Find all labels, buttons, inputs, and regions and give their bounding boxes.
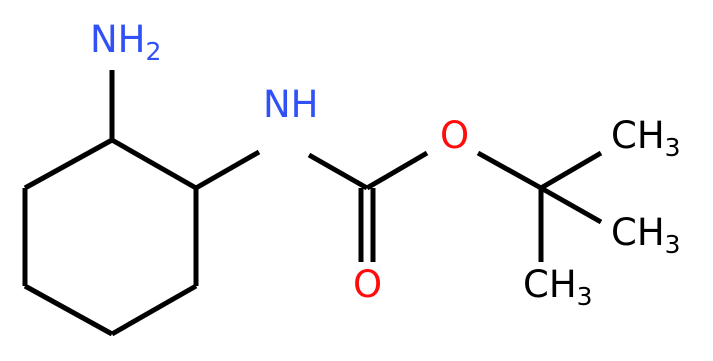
methyl-2-label-main: CH xyxy=(611,211,665,254)
methyl-2-label: CH3 xyxy=(611,211,681,259)
amine-label-sub: 2 xyxy=(146,37,162,66)
methyl-3-label-sub: 3 xyxy=(577,282,593,311)
amide-nh-label: NH xyxy=(263,83,319,126)
bond-tert-c-methyl-2 xyxy=(539,185,603,225)
bond-ring-4 xyxy=(23,283,114,337)
amide-nh-label-main: NH xyxy=(263,83,319,126)
carbonyl-oxygen-label-main: O xyxy=(353,263,382,306)
methyl-1-label-sub: 3 xyxy=(665,133,681,162)
methyl-3-label: CH3 xyxy=(523,263,593,311)
methyl-3-label-main: CH xyxy=(523,263,577,306)
ester-oxygen-label: O xyxy=(440,114,469,157)
amine-label: NH2 xyxy=(90,18,161,66)
ester-oxygen-label-main: O xyxy=(440,114,469,157)
carbonyl-oxygen-label: O xyxy=(353,263,382,306)
methyl-2-label-sub: 3 xyxy=(665,230,681,259)
bond-nh-carbonyl-c xyxy=(307,152,369,191)
bond-ring-3 xyxy=(110,283,198,337)
amine-label-main: NH xyxy=(90,18,146,61)
bond-c2-nh xyxy=(194,149,261,191)
bond-ring-6 xyxy=(23,137,114,191)
bond-ring-1 xyxy=(110,137,198,191)
methyl-1-label: CH3 xyxy=(611,114,681,162)
bond-tert-c-methyl-1 xyxy=(539,150,603,191)
bond-o-tert-c xyxy=(476,150,543,191)
methyl-1-label-main: CH xyxy=(611,114,665,157)
cyclohexane-ring xyxy=(22,137,199,337)
bond-carbonyl-c-o xyxy=(365,150,429,191)
